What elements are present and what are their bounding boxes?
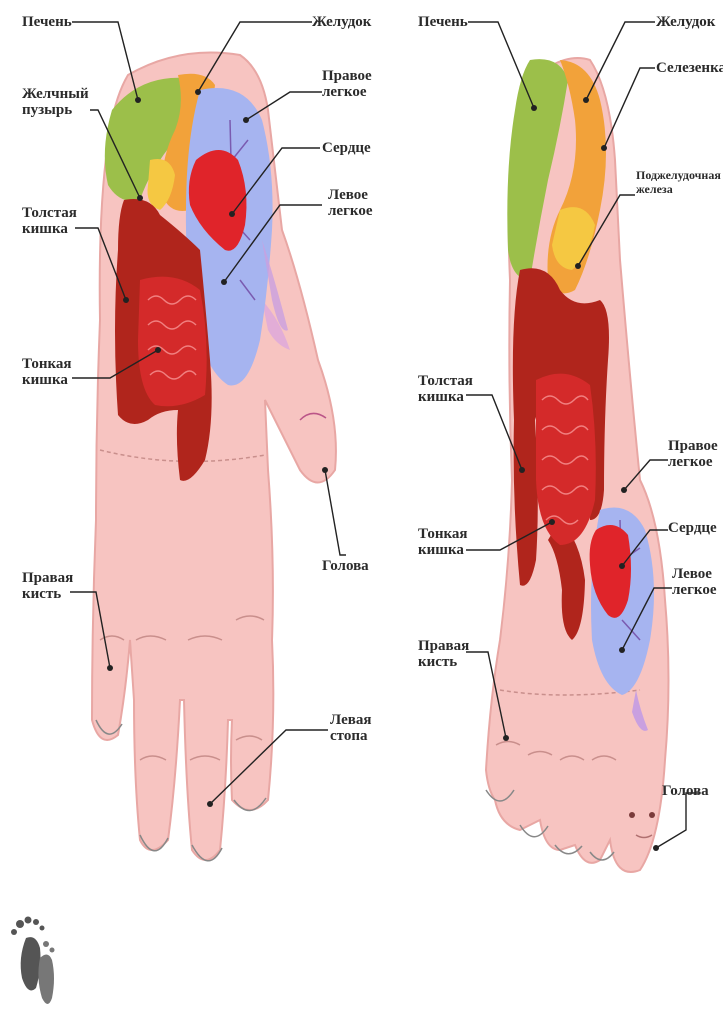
footprints-icon — [11, 917, 55, 1005]
label-left-liver: Печень — [22, 14, 72, 30]
label-right-head: Голова — [662, 783, 709, 799]
right-hand-figure — [466, 22, 700, 872]
label-left-left-lung: Левое легкое — [328, 187, 373, 219]
label-left-right-lung: Правое легкое — [322, 68, 372, 100]
left-hand-figure — [70, 22, 346, 861]
label-left-gallbladder: Желчный пузырь — [22, 86, 89, 118]
label-right-heart: Сердце — [668, 520, 717, 536]
label-left-stomach: Желудок — [312, 14, 371, 30]
label-right-right-lung: Правое легкое — [668, 438, 718, 470]
label-right-pancreas: Поджелудочная железа — [636, 168, 721, 196]
label-right-spleen: Селезенка — [656, 60, 723, 76]
label-right-left-lung: Левое легкое — [672, 566, 717, 598]
label-right-right-hand: Правая кисть — [418, 638, 469, 670]
label-left-heart: Сердце — [322, 140, 371, 156]
label-left-right-hand: Правая кисть — [22, 570, 73, 602]
label-left-left-foot: Левая стопа — [330, 712, 371, 744]
label-right-stomach: Желудок — [656, 14, 715, 30]
label-right-liver: Печень — [418, 14, 468, 30]
label-right-colon: Толстая кишка — [418, 373, 473, 405]
label-left-head: Голова — [322, 558, 369, 574]
label-right-small-intestine: Тонкая кишка — [418, 526, 468, 558]
label-left-colon: Толстая кишка — [22, 205, 77, 237]
left-small-intestine-shape — [138, 277, 207, 407]
label-left-small-intestine: Тонкая кишка — [22, 356, 72, 388]
